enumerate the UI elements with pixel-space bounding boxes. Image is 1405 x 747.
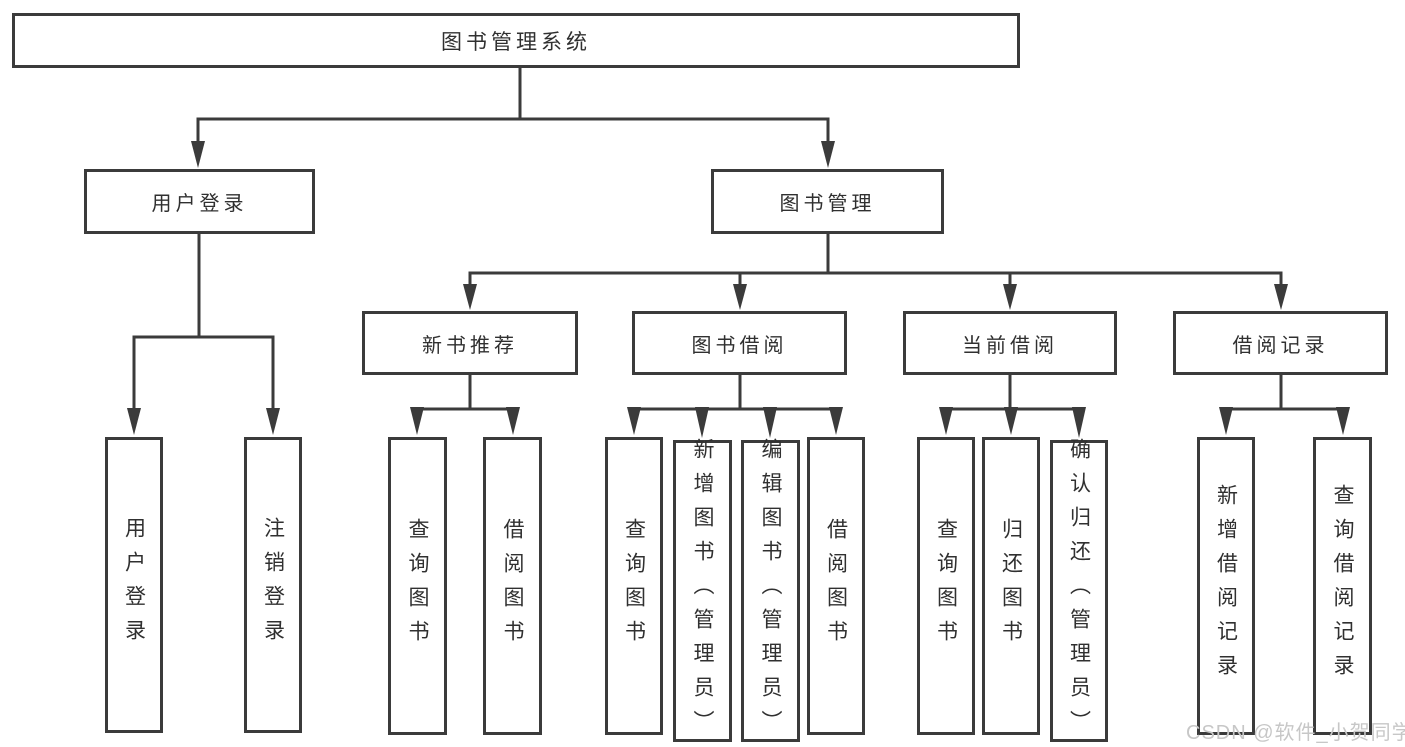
node-current-borrowing-label: 当前借阅 (962, 334, 1058, 357)
leaf-add-books-admin-label: 新增图书（管理员） (691, 438, 714, 744)
leaf-return-books-label: 归还图书 (999, 518, 1023, 654)
leaf-edit-books-admin: 编辑图书（管理员） (741, 438, 800, 744)
leaf-query-books-2: 查询图书 (605, 437, 663, 735)
arrowhead (1219, 407, 1233, 435)
connector-current-to-leaves (946, 375, 1079, 411)
arrowhead (695, 407, 709, 438)
connector-root-to-level2 (196, 68, 830, 142)
leaf-return-books: 归还图书 (982, 437, 1040, 735)
node-book-borrowing: 图书借阅 (632, 311, 847, 375)
node-book-management: 图书管理 (711, 169, 944, 234)
node-new-book-recommend: 新书推荐 (362, 311, 578, 375)
leaf-query-borrow-record: 查询借阅记录 (1313, 437, 1372, 735)
leaf-query-borrow-record-label: 查询借阅记录 (1331, 484, 1354, 688)
node-root-label: 图书管理系统 (441, 30, 591, 54)
connector-borrowing-to-leaves (634, 375, 836, 411)
arrowhead (1336, 407, 1350, 435)
leaf-borrow-books-1: 借阅图书 (483, 437, 542, 735)
leaf-query-books-1-label: 查询图书 (406, 518, 429, 654)
leaf-query-books-2-label: 查询图书 (622, 518, 646, 654)
node-borrowing-records-label: 借阅记录 (1232, 334, 1329, 357)
arrowhead (829, 407, 843, 435)
watermark: CSDN @软件_小贺同学 (1186, 722, 1405, 744)
node-book-management-label: 图书管理 (779, 193, 876, 215)
connector-bookmgmt-to-level3 (468, 234, 1283, 286)
node-root: 图书管理系统 (12, 13, 1020, 68)
arrowheads (127, 141, 1350, 438)
arrowhead (821, 141, 835, 168)
leaf-query-books-3: 查询图书 (917, 437, 975, 735)
arrowhead (191, 141, 205, 168)
connector-newbook-to-leaves (417, 375, 513, 411)
leaf-user-login: 用户登录 (105, 437, 163, 733)
leaf-borrow-books-2-label: 借阅图书 (824, 518, 848, 654)
arrowhead (763, 407, 777, 438)
arrowhead (1003, 284, 1017, 310)
leaf-query-books-3-label: 查询图书 (934, 518, 958, 654)
leaf-logout: 注销登录 (244, 437, 302, 733)
arrowhead (410, 407, 424, 435)
leaf-add-books-admin: 新增图书（管理员） (673, 438, 732, 744)
leaf-user-login-label: 用户登录 (122, 517, 146, 653)
leaf-confirm-return-admin-label: 确认归还（管理员） (1067, 438, 1091, 744)
node-user-login-label: 用户登录 (151, 193, 248, 215)
arrowhead (627, 407, 641, 435)
arrowhead (1274, 284, 1288, 310)
node-current-borrowing: 当前借阅 (903, 311, 1117, 375)
leaf-edit-books-admin-label: 编辑图书（管理员） (759, 438, 782, 744)
arrowhead (1072, 407, 1086, 438)
node-user-login: 用户登录 (84, 169, 315, 234)
arrowhead (506, 407, 520, 435)
connector-records-to-leaves (1226, 375, 1343, 411)
leaf-borrow-books-1-label: 借阅图书 (501, 518, 524, 654)
arrowhead (463, 284, 477, 310)
leaf-query-books-1: 查询图书 (388, 437, 447, 735)
arrowhead (127, 408, 141, 435)
leaf-add-borrow-record: 新增借阅记录 (1197, 437, 1255, 735)
node-borrowing-records: 借阅记录 (1173, 311, 1388, 375)
leaf-add-borrow-record-label: 新增借阅记录 (1214, 484, 1238, 688)
arrowhead (1004, 407, 1018, 435)
arrowhead (266, 408, 280, 435)
leaf-confirm-return-admin: 确认归还（管理员） (1050, 438, 1108, 744)
node-book-borrowing-label: 图书借阅 (691, 334, 788, 357)
node-new-book-recommend-label: 新书推荐 (422, 334, 518, 357)
leaf-borrow-books-2: 借阅图书 (807, 437, 865, 735)
arrowhead (733, 284, 747, 310)
arrowhead (939, 407, 953, 435)
leaf-logout-label: 注销登录 (261, 517, 285, 653)
connector-userlogin-to-leaves (132, 234, 275, 409)
